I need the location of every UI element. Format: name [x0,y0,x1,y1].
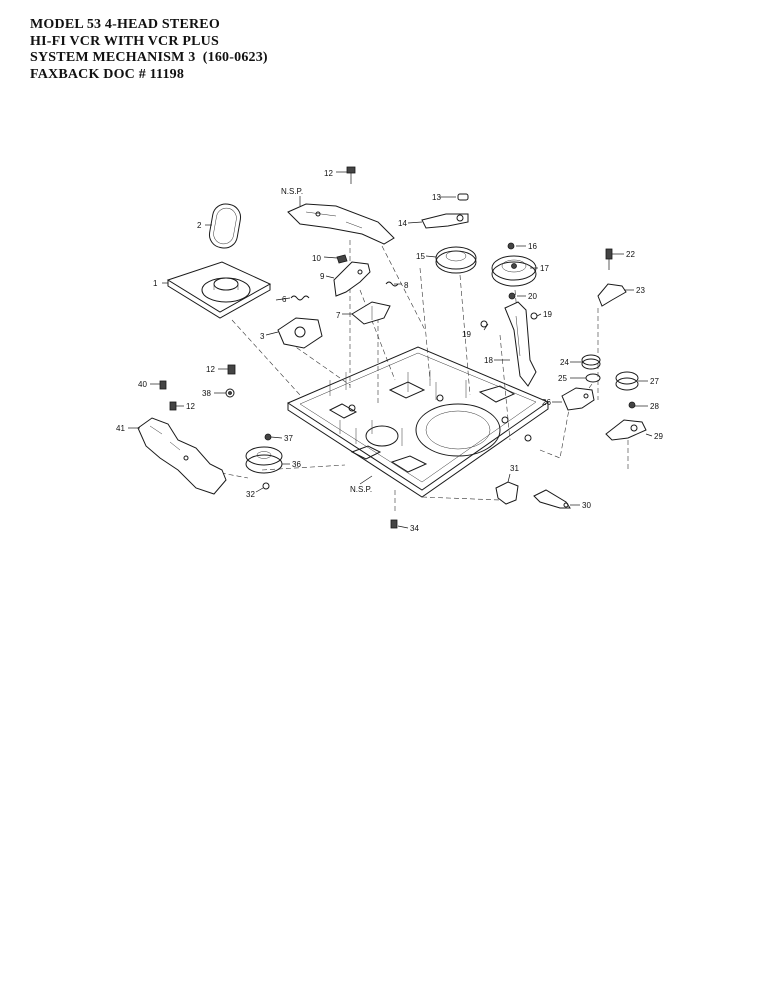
part-screw-19b [530,312,538,320]
header-mechanism-line: SYSTEM MECHANISM 3 (160-0623) [30,50,268,65]
part-bracket-31 [495,481,519,505]
part-screw-12-lower [169,401,177,411]
label-part-38: 38 [202,389,211,398]
label-part-7: 7 [336,311,341,320]
part-gear-17 [491,255,537,287]
part-screw-34 [390,519,398,529]
part-bracket-nsp [287,203,395,245]
label-part-25: 25 [558,374,567,383]
part-plate-41 [137,417,227,495]
callout-labels: N.S.P. N.S.P. 1 2 3 6 7 8 9 10 12 12 12 … [116,169,663,533]
part-slider-18 [504,301,537,387]
part-pulley-36 [245,446,283,474]
part-screw-19a [480,320,488,328]
label-part-19b: 19 [543,310,552,319]
label-part-12-lower: 12 [186,402,195,411]
part-gear-15 [435,246,477,274]
part-screw-12-left [227,364,236,375]
label-part-19a: 19 [462,330,471,339]
part-capstan-motor [166,261,272,319]
part-arm-29 [605,419,647,441]
part-screw-40 [159,380,167,390]
label-part-40: 40 [138,380,147,389]
part-arm-30 [533,489,571,509]
label-part-41: 41 [116,424,125,433]
label-part-12-top: 12 [324,169,333,178]
label-part-34: 34 [410,524,419,533]
label-part-17: 17 [540,264,549,273]
part-lever-23 [597,283,627,307]
label-part-12-left: 12 [206,365,215,374]
part-washer-16 [507,242,515,250]
label-part-18: 18 [484,356,493,365]
label-part-37: 37 [284,434,293,443]
label-part-24: 24 [560,358,569,367]
label-part-26: 26 [542,398,551,407]
header-faxback-line: FAXBACK DOC # 11198 [30,66,185,82]
label-part-30: 30 [582,501,591,510]
document-header: MODEL 53 4-HEAD STEREO HI-FI VCR WITH VC… [30,17,268,83]
label-part-2: 2 [197,221,202,230]
label-nsp-top: N.S.P. [281,187,303,196]
part-washer-28 [628,401,636,409]
label-nsp-bottom: N.S.P. [350,485,372,494]
part-gear-25 [585,373,601,383]
part-gear-27 [615,371,639,391]
label-part-32: 32 [246,490,255,499]
label-part-15: 15 [416,252,425,261]
label-part-20: 20 [528,292,537,301]
label-part-1: 1 [153,279,158,288]
label-part-29: 29 [654,432,663,441]
part-screw-32 [262,482,270,490]
label-part-23: 23 [636,286,645,295]
part-gear-assembly-3 [277,317,323,349]
label-part-36: 36 [292,460,301,469]
main-chassis [286,346,550,498]
part-washer-37 [264,433,272,441]
label-part-16: 16 [528,242,537,251]
part-washer-38 [225,388,235,398]
part-bracket-7 [351,301,391,325]
part-belt [208,203,242,249]
part-screw-22 [605,248,613,270]
label-part-6: 6 [282,295,287,304]
part-clip-13 [457,193,469,201]
label-part-10: 10 [312,254,321,263]
label-part-28: 28 [650,402,659,411]
part-lever-26 [561,387,595,411]
header-hifi-line: HI-FI VCR WITH VCR PLUS [30,33,219,49]
part-arm-9 [333,261,371,297]
label-part-3: 3 [260,332,265,341]
label-part-13: 13 [432,193,441,202]
part-spring-8 [385,281,399,287]
part-lever-10 [336,254,348,264]
part-screw-12-top [346,166,356,184]
header-model-line: MODEL 53 4-HEAD STEREO [30,17,220,32]
label-part-8: 8 [404,281,409,290]
label-part-31: 31 [510,464,519,473]
part-spring-6 [290,295,310,301]
label-part-27: 27 [650,377,659,386]
part-arm-14 [421,213,469,229]
part-gear-24 [581,354,601,370]
label-part-22: 22 [626,250,635,259]
part-washer-20 [508,292,516,300]
label-part-14: 14 [398,219,407,228]
label-part-9: 9 [320,272,325,281]
leader-lines [128,171,653,529]
